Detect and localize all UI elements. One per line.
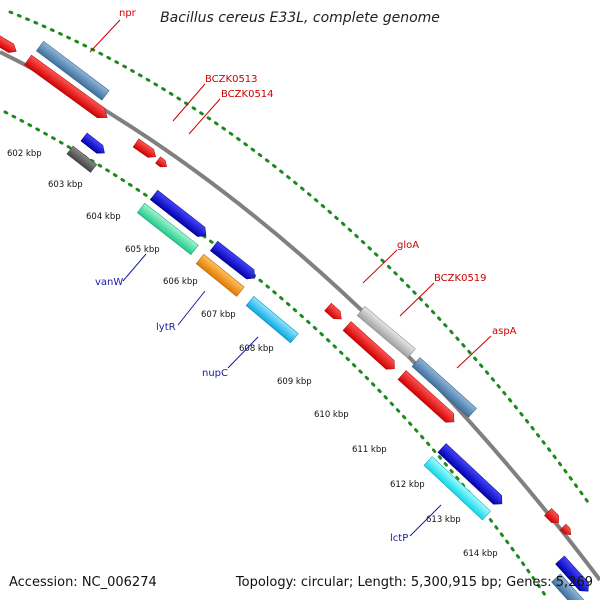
gene-label-nupC[interactable]: nupC	[202, 368, 228, 379]
leader-line-aspA	[456, 335, 492, 369]
leader-line-BCZK0514	[188, 98, 221, 135]
feature-arrow-lytR	[195, 253, 245, 297]
tick-label-604: 604 kbp	[86, 212, 121, 222]
feature-arrow-gray-1	[66, 145, 98, 173]
feature-arrow-blue-3	[209, 240, 256, 280]
tick-label-612: 612 kbp	[390, 480, 425, 490]
tick-label-609: 609 kbp	[277, 377, 312, 387]
feature-arrow-steelblue-2	[411, 357, 477, 418]
leader-line-BCZK0519	[399, 282, 435, 317]
gene-label-gloA[interactable]: gloA	[397, 240, 419, 251]
feature-arrow-blue-4	[437, 443, 503, 505]
gene-label-npr[interactable]: npr	[119, 8, 137, 19]
leader-line-lytR	[177, 290, 206, 326]
gene-label-BCZK0514[interactable]: BCZK0514	[221, 89, 274, 100]
gene-label-BCZK0513[interactable]: BCZK0513	[205, 74, 258, 85]
gene-label-lytR[interactable]: lytR	[156, 322, 176, 333]
tick-label-611: 611 kbp	[352, 445, 387, 455]
tick-label-608: 608 kbp	[239, 344, 274, 354]
tick-label-607: 607 kbp	[201, 310, 236, 320]
feature-arrow-red-small-2	[155, 156, 167, 168]
feature-arrow-red-small-5	[559, 523, 572, 536]
feature-arrow-gloA	[356, 306, 416, 359]
gene-label-BCZK0519[interactable]: BCZK0519	[434, 273, 487, 284]
feature-arrow-red-3	[397, 370, 455, 423]
tick-label-603: 603 kbp	[48, 180, 83, 190]
feature-arrow-blue-5	[555, 555, 589, 592]
feature-arrow-red-small-4	[544, 508, 559, 523]
genome-stats-text: Topology: circular; Length: 5,300,915 bp…	[235, 575, 593, 590]
leader-line-lctP	[409, 504, 442, 537]
feature-arrow-red-1	[24, 54, 108, 119]
map-title: Bacillus cereus E33L, complete genome	[160, 10, 440, 26]
tick-label-605: 605 kbp	[125, 245, 160, 255]
tick-label-610: 610 kbp	[314, 410, 349, 420]
leader-line-nupC	[227, 336, 259, 369]
feature-arrow-npr-forward	[0, 33, 17, 53]
feature-arrow-steelblue-1	[36, 40, 110, 101]
leader-line-gloA	[362, 249, 398, 284]
outer-dotted-ring	[8, 10, 592, 507]
tick-label-614: 614 kbp	[463, 549, 498, 559]
gene-label-aspA[interactable]: aspA	[492, 326, 517, 337]
accession-text: Accession: NC_006274	[9, 575, 157, 590]
tick-label-613: 613 kbp	[426, 515, 461, 525]
feature-arrow-red-small-3	[324, 302, 342, 320]
feature-arrow-blue-1	[80, 132, 105, 154]
feature-arrow-blue-2	[149, 189, 207, 237]
gene-label-vanW[interactable]: vanW	[95, 277, 123, 288]
inner-dotted-ring	[3, 110, 547, 597]
gene-label-lctP[interactable]: lctP	[390, 533, 408, 544]
feature-arrow-nupC	[245, 296, 299, 344]
feature-arrow-vanW	[136, 202, 199, 255]
feature-arrow-red-small-1	[132, 138, 156, 158]
leader-line-BCZK0513	[172, 83, 206, 122]
tick-label-606: 606 kbp	[163, 277, 198, 287]
leader-line-vanW	[122, 253, 147, 282]
feature-arrow-red-2	[342, 321, 395, 370]
feature-arrow-lctP	[423, 456, 491, 521]
leader-line-npr	[89, 19, 121, 53]
tick-label-602: 602 kbp	[7, 149, 42, 159]
